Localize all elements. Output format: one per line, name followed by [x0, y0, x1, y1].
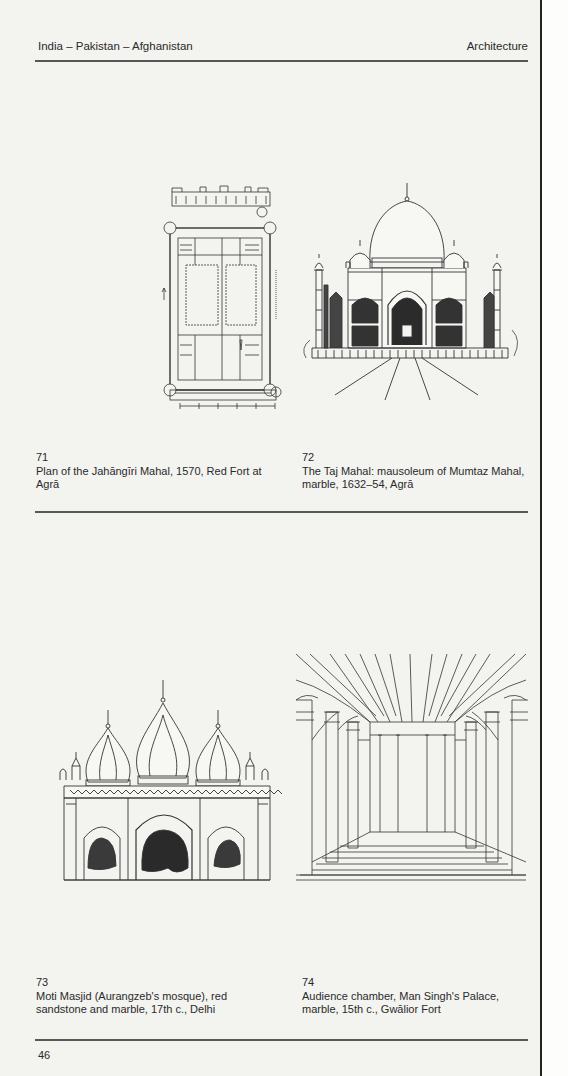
section-head: Architecture	[400, 40, 528, 53]
figure-number: 74	[302, 976, 534, 989]
palace-plan	[162, 186, 281, 409]
figure-number: 73	[36, 976, 278, 989]
figure-caption: Audience chamber, Man Singh's Palace, ma…	[302, 990, 534, 1016]
audience-chamber	[296, 654, 528, 880]
moti-masjid	[60, 680, 282, 880]
figure-caption: The Taj Mahal: mausoleum of Mumtaz Mahal…	[302, 465, 534, 491]
figure-caption: Plan of the Jahāngīri Mahal, 1570, Red F…	[36, 465, 276, 491]
figure-caption: Moti Masjid (Aurangzeb's mosque), red sa…	[36, 990, 278, 1016]
figure-number: 71	[36, 451, 76, 464]
figure-number: 72	[302, 451, 342, 464]
running-head: India – Pakistan – Afghanistan	[38, 40, 298, 53]
page-number: 46	[38, 1049, 78, 1062]
taj-mahal	[304, 183, 518, 400]
